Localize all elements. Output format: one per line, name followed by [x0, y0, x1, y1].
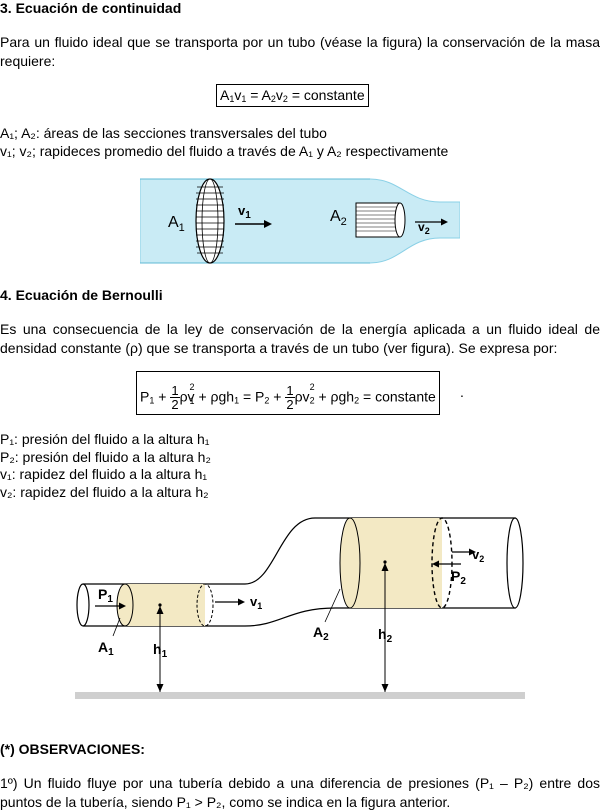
fig2-a1-label: A1 [98, 639, 114, 658]
bernoulli-def-p1: P₁: presión del fluido a la altura h₁ [0, 431, 210, 447]
fig2-a2-label: A2 [313, 624, 329, 643]
bernoulli-def-v1: v₁: rapidez del fluido a la altura h₁ [0, 466, 208, 482]
observaciones-title: (*) OBSERVACIONES: [0, 741, 145, 757]
fig1-v1-label: v1 [238, 203, 251, 221]
fig1-a1-label: A1 [168, 214, 185, 234]
ground-bar [75, 692, 525, 699]
continuity-formula: A1v1 = A2v2 = constante [216, 84, 369, 107]
fig2-v1-label: v1 [250, 594, 262, 611]
section4-title: 4. Ecuación de Bernoulli [0, 287, 163, 303]
observacion-1: 1º) Un fluido fluye por una tubería debi… [0, 775, 600, 810]
fig2-h1-label: h1 [153, 641, 168, 660]
fig1-v2-label: v2 [418, 220, 430, 236]
section4-intro: Es una consecuencia de la ley de conserv… [0, 321, 600, 356]
fig2-h2-label: h2 [378, 626, 393, 645]
continuity-figure: A1 v1 A2 v2 [140, 178, 460, 264]
bernoulli-def-v2: v₂: rapidez del fluido a la altura h₂ [0, 484, 209, 500]
section3-title: 3. Ecuación de continuidad [0, 0, 182, 16]
fig2-p2-label: P2 [451, 568, 466, 587]
fig2-p1-label: P1 [98, 586, 113, 605]
section-a1-disk [195, 178, 225, 264]
section-a2-cylinder [355, 202, 406, 238]
section3-def-speeds: v₁; v₂; rapideces promedio del fluido a … [0, 143, 449, 159]
tube-shape [140, 178, 460, 264]
fluid-section-1 [125, 584, 205, 626]
bernoulli-def-p2: P₂: presión del fluido a la altura h₂ [0, 449, 211, 465]
bernoulli-figure: P1 A1 h1 v1 A2 h2 v2 P2 [75, 517, 525, 699]
section3-intro: Para un fluido ideal que se transporta p… [0, 34, 600, 69]
fig2-v2-label: v2 [472, 547, 484, 564]
section3-def-areas: A₁; A₂: áreas de las secciones transvers… [0, 125, 327, 141]
fluid-section-2 [350, 518, 442, 608]
fig1-a2-label: A2 [330, 208, 347, 228]
